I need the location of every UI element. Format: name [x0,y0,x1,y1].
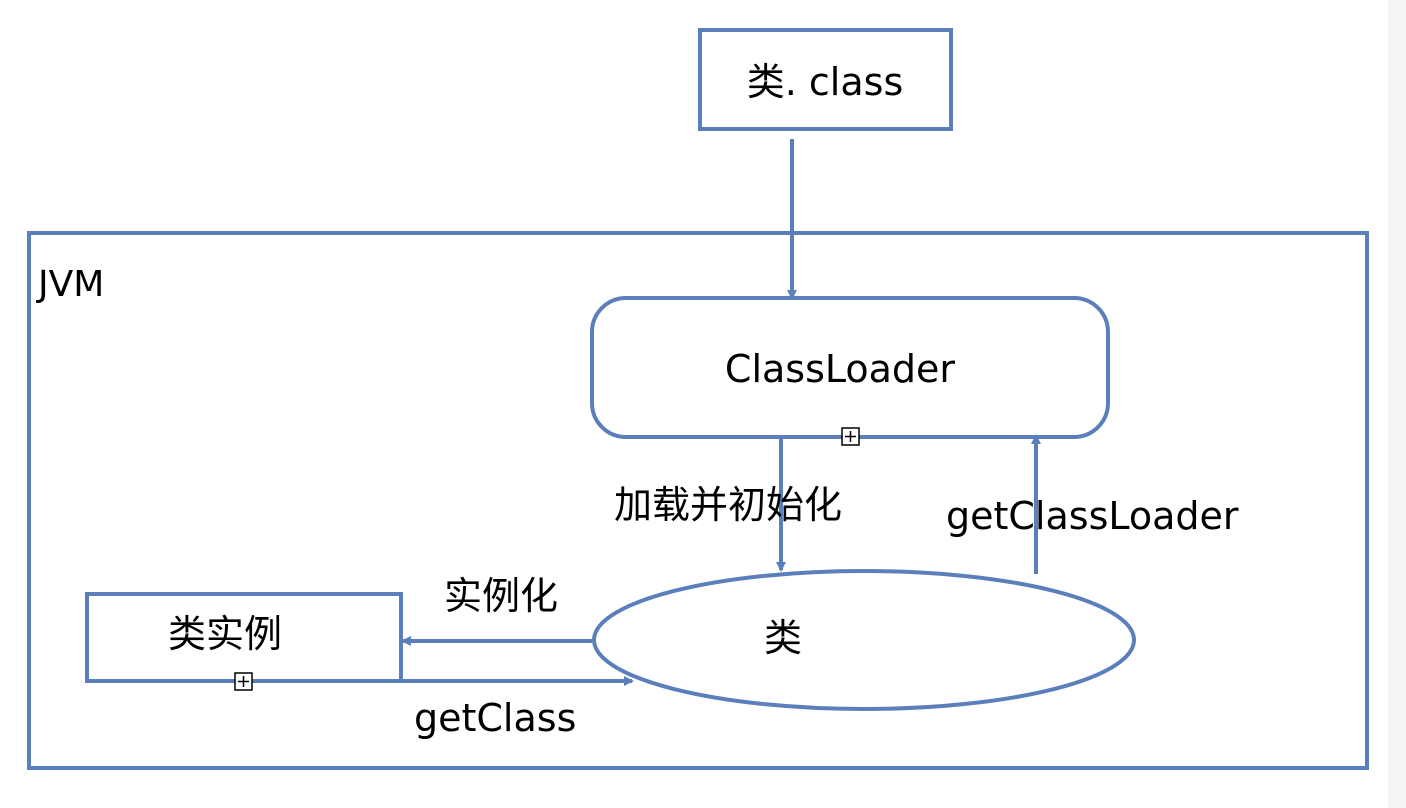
class-file-label: 类. class [747,60,904,104]
jvm-container [27,231,1369,770]
class-ellipse[interactable] [592,569,1136,711]
jvm-label: JVM [36,264,104,305]
get-classloader-label: getClassLoader [946,494,1239,538]
load-init-label: 加载并初始化 [614,483,842,527]
instantiate-label: 实例化 [444,574,558,618]
expand-handle-classloader[interactable] [841,427,860,446]
class-file-box[interactable] [698,28,953,131]
get-class-label: getClass [414,696,576,740]
page-margin [1388,0,1406,808]
class-label: 类 [764,616,802,660]
expand-handle-instance[interactable] [234,672,253,691]
instance-label: 类实例 [168,612,282,656]
classloader-label: ClassLoader [725,347,956,391]
